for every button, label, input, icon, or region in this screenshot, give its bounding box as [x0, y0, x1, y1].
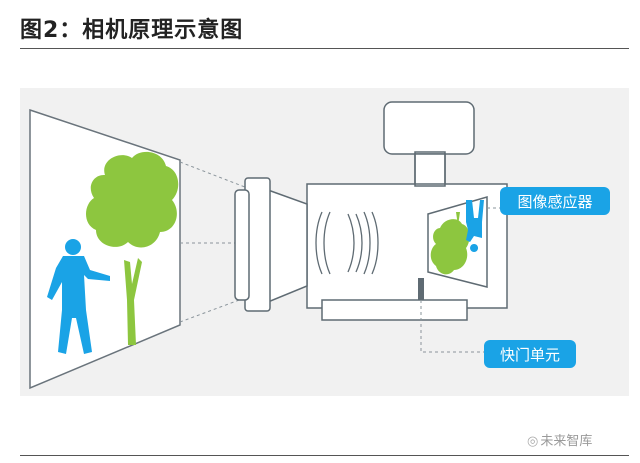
label-leaders — [420, 207, 500, 353]
inverted-person-icon — [466, 200, 484, 252]
svg-text:快门单元: 快门单元 — [500, 346, 560, 364]
sensor-label: 图像感应器 — [500, 187, 610, 215]
lens-elements-icon — [315, 211, 379, 275]
weibo-icon: ◎ — [527, 434, 539, 449]
title-divider — [20, 48, 629, 49]
figure-title: 图2：相机原理示意图 — [20, 18, 244, 43]
lens-barrel — [234, 177, 308, 312]
person-icon — [47, 239, 110, 354]
watermark: ◎未来智库 — [527, 434, 593, 449]
shutter-unit — [418, 278, 424, 300]
shutter-label: 快门单元 — [484, 340, 576, 368]
bottom-divider — [20, 455, 629, 456]
inverted-tree-icon — [430, 212, 470, 275]
svg-text:图像感应器: 图像感应器 — [517, 193, 592, 211]
scene-screen — [29, 108, 181, 390]
image-sensor — [427, 196, 488, 288]
tree-icon — [86, 151, 179, 345]
